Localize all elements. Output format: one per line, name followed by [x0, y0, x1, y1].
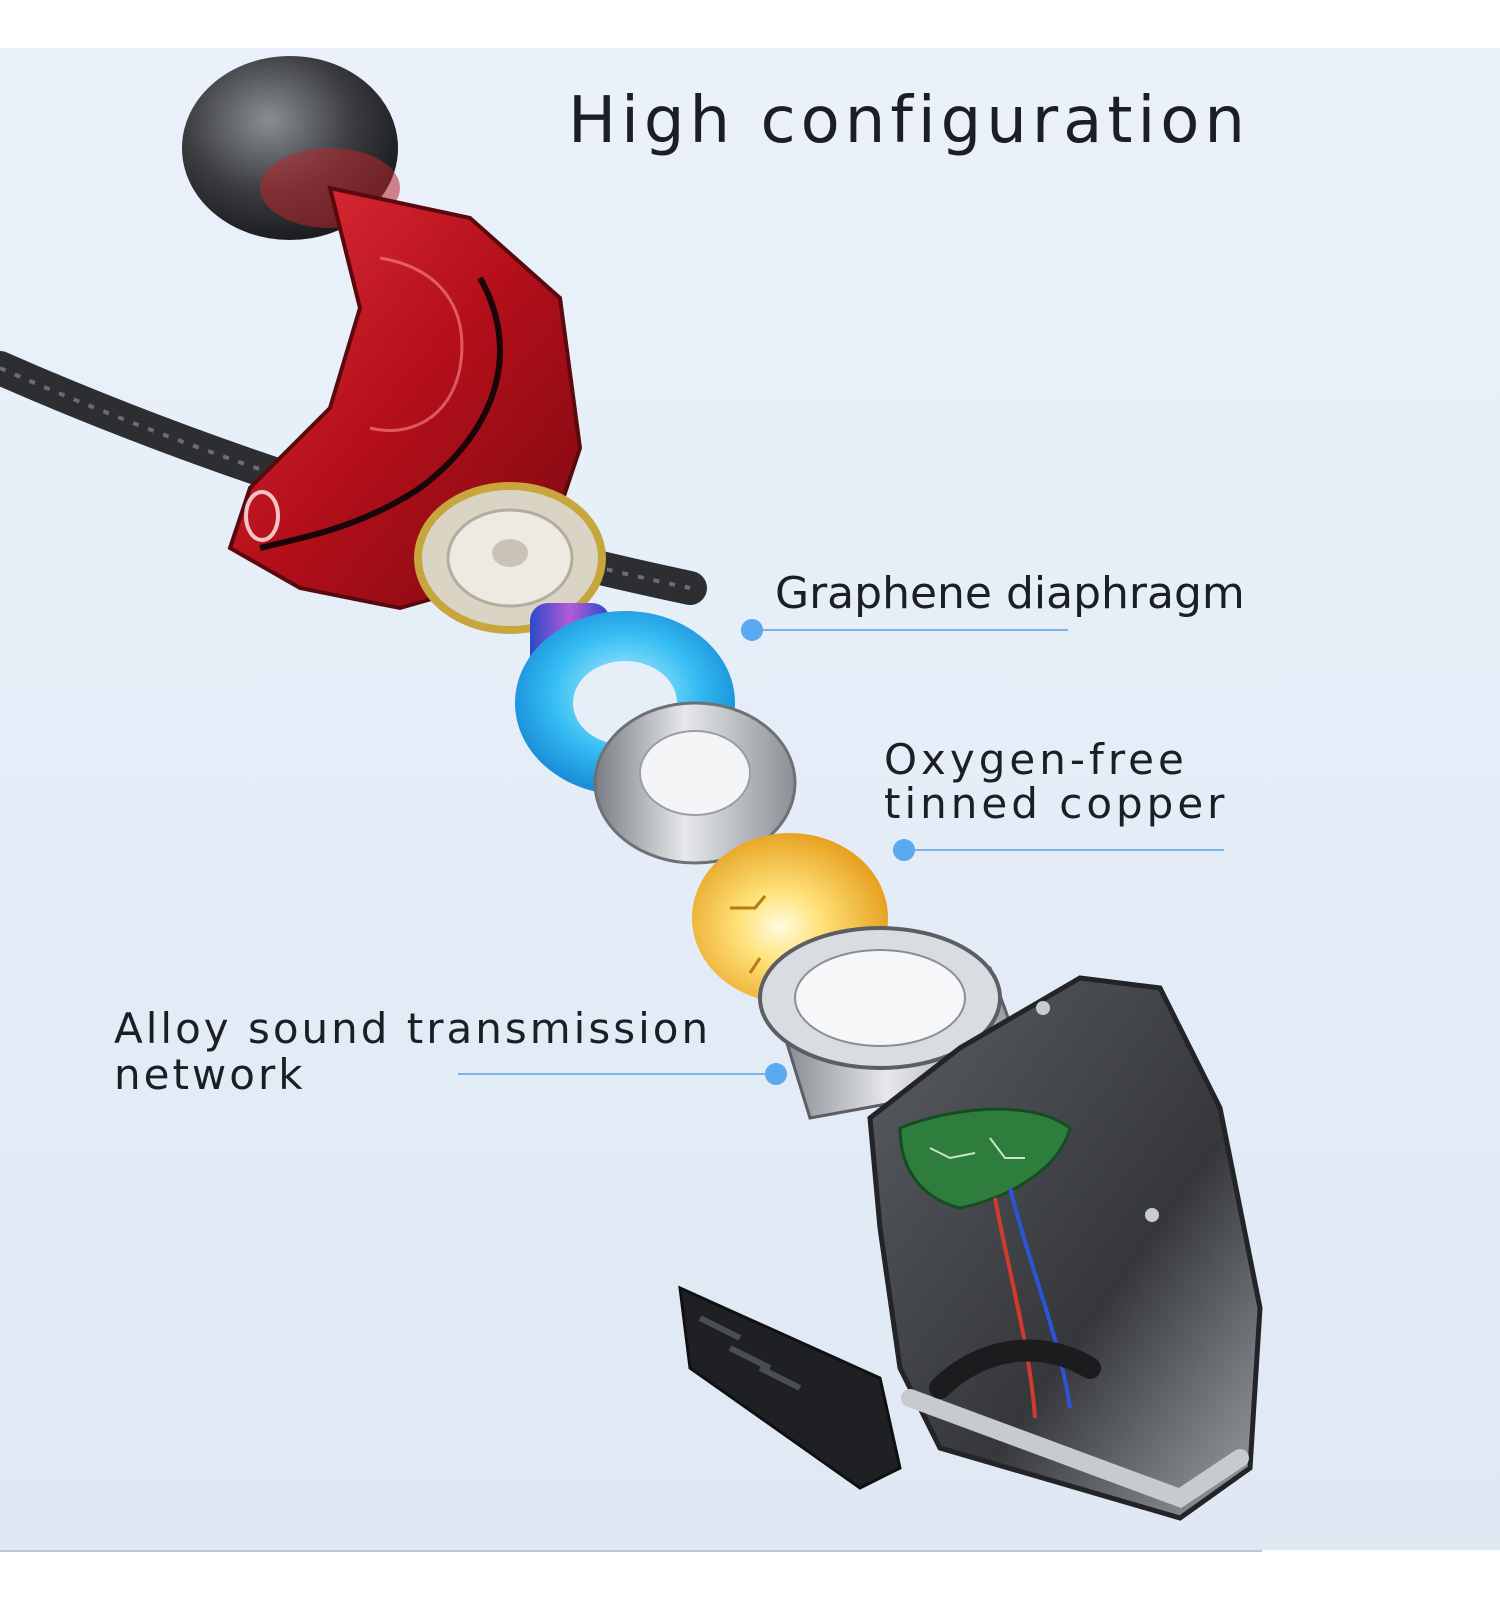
- alloy-tube-opening: [794, 949, 966, 1047]
- alloy-label-line-2: network: [114, 1050, 306, 1099]
- pcb-board: [898, 1107, 1072, 1210]
- blue-wire: [1008, 1187, 1072, 1409]
- alloy-label-line-1: Alloy sound transmission: [114, 1004, 712, 1053]
- page-title: High configuration: [568, 84, 1250, 158]
- diaphragm-center: [492, 539, 528, 567]
- product-illustration: High configuration Graphene diaphragm Ox…: [0, 48, 1500, 1550]
- copper-callout-dot: [893, 839, 915, 861]
- rear-screw-1: [1145, 1208, 1159, 1222]
- stage-bottom-edge: [0, 1550, 1262, 1552]
- shell-screw: [244, 490, 280, 542]
- strain-relief-ridges: [698, 1315, 802, 1391]
- cable-braid: [0, 366, 691, 590]
- earphone-exploded-view: [0, 56, 1263, 1521]
- alloy-callout-dot: [765, 1063, 787, 1085]
- metal-spacer-hole: [639, 730, 751, 816]
- rear-shell-edge: [901, 1389, 1249, 1509]
- shell-highlight: [369, 256, 464, 432]
- copper-label-line-2: tinned copper: [884, 779, 1229, 828]
- graphene-callout-dot: [741, 619, 763, 641]
- shell-wire: [259, 276, 503, 551]
- graphene-diaphragm-label: Graphene diaphragm: [775, 568, 1245, 619]
- strain-relief: [678, 1285, 902, 1490]
- alloy-network-label: Alloy sound transmission network: [114, 1006, 711, 1098]
- oxygen-free-copper-label: Oxygen-free tinned copper: [884, 738, 1228, 826]
- ear-hook-wire: [929, 1339, 1101, 1399]
- red-wire: [993, 1197, 1037, 1419]
- copper-label-line-1: Oxygen-free: [884, 735, 1188, 784]
- pcb-traces: [929, 1137, 1025, 1160]
- rear-screw-2: [1036, 1001, 1050, 1015]
